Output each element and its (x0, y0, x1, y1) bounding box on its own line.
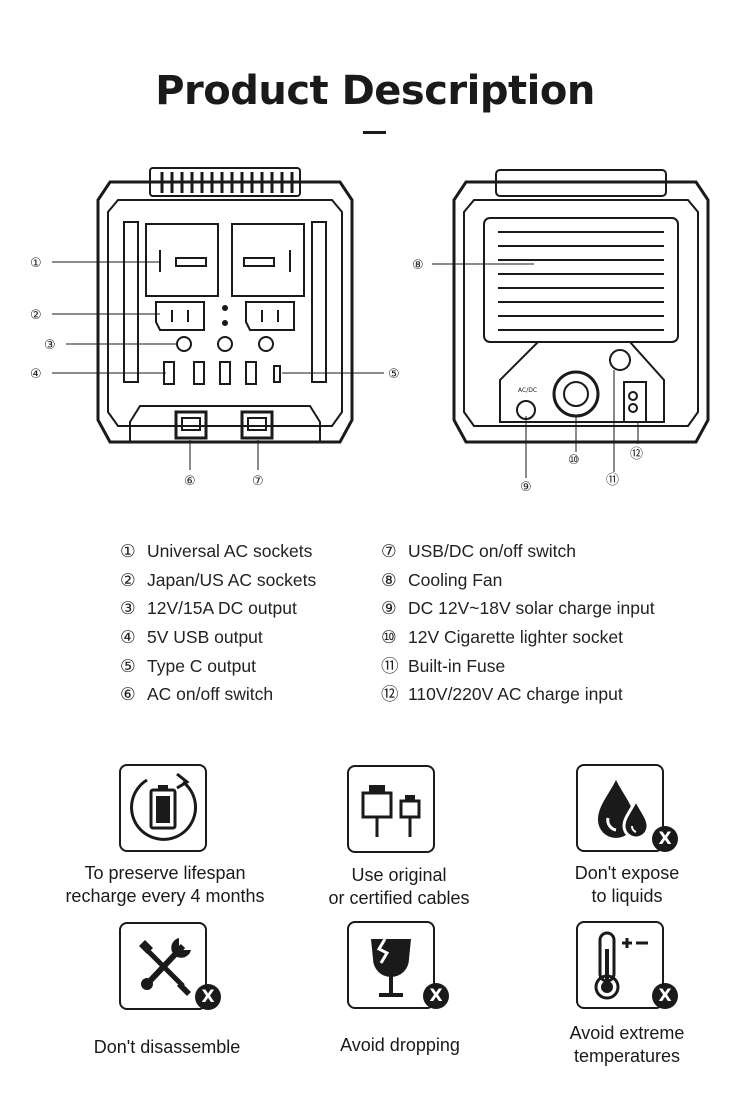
callout-10: ⑩ (568, 453, 580, 468)
callout-4: ④ (30, 367, 42, 382)
legend-num: ⑤ (120, 655, 136, 676)
thermometer-icon (594, 931, 648, 1000)
battery-recharge-tile (119, 764, 207, 852)
temperature-tile: X (576, 921, 678, 1009)
cable-tile (347, 765, 435, 853)
prohibited-badge: X (423, 983, 449, 1009)
prohibited-badge: X (652, 826, 678, 852)
legend-num: ⑦ (381, 541, 397, 561)
callout-numbers: ① ② ③ ④ ⑤ ⑥ ⑦ ⑧ ⑨ ⑩ ⑪ ⑫ (30, 256, 643, 495)
battery-recharge-icon (130, 772, 198, 841)
legend-num: ⑨ (381, 598, 397, 619)
warning-cables-text: Use original or certified cables (310, 864, 488, 910)
warning-line: Don't disassemble (93, 1037, 241, 1057)
disassemble-tile: X (119, 922, 221, 1010)
legend-label: AC on/off switch (147, 684, 274, 705)
legend-item: ⑩ 12V Cigarette lighter socket (381, 623, 655, 652)
product-diagram: AC/DC ① ② ③ ④ ⑤ ⑥ ⑦ ⑧ ⑨ ⑩ ⑪ ⑫ (30, 167, 710, 495)
tools-icon (139, 938, 191, 996)
legend-label: Cooling Fan (408, 569, 503, 590)
legend-item: ④ 5V USB output (120, 623, 316, 652)
warning-line: Use original (351, 865, 447, 885)
warning-line: Don't expose (574, 863, 680, 883)
warning-liquids-text: Don't expose to liquids (548, 862, 706, 908)
legend-label: 5V USB output (147, 627, 263, 648)
back-panel-label: AC/DC (518, 387, 537, 394)
legend-item: ⑫ 110V/220V AC charge input (381, 680, 655, 709)
legend-label: Japan/US AC sockets (147, 569, 317, 590)
warning-recharge-text: To preserve lifespan recharge every 4 mo… (60, 862, 270, 908)
callout-12: ⑫ (630, 447, 643, 462)
warning-line: Avoid extreme (569, 1023, 685, 1043)
warning-line: or certified cables (328, 888, 470, 908)
legend-label: 12V Cigarette lighter socket (408, 627, 623, 648)
legend-num: ⑥ (120, 684, 136, 705)
legend-num: ⑫ (381, 684, 399, 705)
callout-3: ③ (44, 338, 56, 353)
legend-item: ⑪ Built-in Fuse (381, 652, 655, 681)
legend-num: ① (120, 541, 136, 561)
legend-label: 110V/220V AC charge input (408, 684, 623, 705)
warning-line: To preserve lifespan (84, 863, 246, 883)
callout-6: ⑥ (184, 474, 196, 489)
callout-5: ⑤ (388, 367, 400, 382)
legend-num: ⑪ (381, 655, 399, 676)
legend-label: Type C output (147, 655, 256, 676)
prohibited-badge: X (195, 984, 221, 1010)
liquids-tile: X (576, 764, 678, 852)
warning-line: Avoid dropping (340, 1035, 460, 1055)
liquid-drops-icon (598, 780, 650, 840)
legend-num: ⑧ (381, 569, 397, 590)
legend-item: ⑥ AC on/off switch (120, 680, 316, 709)
legend-num: ② (120, 569, 136, 590)
page-title: Product Description (155, 68, 595, 114)
warning-line: recharge every 4 months (65, 886, 265, 906)
legend-label: Universal AC sockets (147, 541, 313, 561)
dropping-tile: X (347, 921, 449, 1009)
callout-2: ② (30, 308, 42, 323)
legend-item: ⑤ Type C output (120, 652, 316, 681)
callout-leaders (52, 261, 639, 478)
legend-item: ⑧ Cooling Fan (381, 566, 655, 595)
front-view (96, 167, 354, 444)
title-underline (363, 131, 386, 134)
warning-disassemble-text: Don't disassemble (70, 1036, 264, 1059)
legend-item: ① Universal AC sockets (120, 537, 316, 566)
back-view (452, 169, 710, 444)
legend-label: USB/DC on/off switch (408, 541, 576, 561)
warning-line: temperatures (573, 1046, 681, 1066)
cable-icon (361, 785, 421, 837)
legend-item: ② Japan/US AC sockets (120, 566, 316, 595)
callout-7: ⑦ (252, 474, 264, 489)
legend-left: ① Universal AC sockets ② Japan/US AC socke… (120, 537, 316, 709)
warning-dropping-text: Avoid dropping (325, 1034, 475, 1057)
legend-num: ④ (120, 627, 136, 648)
legend-label: Built-in Fuse (408, 655, 506, 676)
prohibited-badge: X (652, 983, 678, 1009)
legend-right: ⑦ USB/DC on/off switch ⑧ Cooling Fan ⑨ DC 1… (381, 537, 655, 709)
legend-item: ⑨ DC 12V~18V solar charge input (381, 594, 655, 623)
warning-temperature-text: Avoid extreme temperatures (548, 1022, 706, 1068)
callout-1: ① (30, 256, 42, 271)
callout-8: ⑧ (412, 258, 424, 273)
callout-11: ⑪ (606, 473, 619, 488)
legend-num: ⑩ (381, 627, 397, 648)
legend-num: ③ (120, 598, 136, 619)
broken-glass-icon (371, 938, 411, 997)
legend-item: ③ 12V/15A DC output (120, 594, 316, 623)
legend-label: 12V/15A DC output (147, 598, 297, 619)
legend-item: ⑦ USB/DC on/off switch (381, 537, 655, 566)
legend-label: DC 12V~18V solar charge input (408, 598, 655, 619)
callout-9: ⑨ (520, 480, 532, 495)
warning-line: to liquids (591, 886, 663, 906)
